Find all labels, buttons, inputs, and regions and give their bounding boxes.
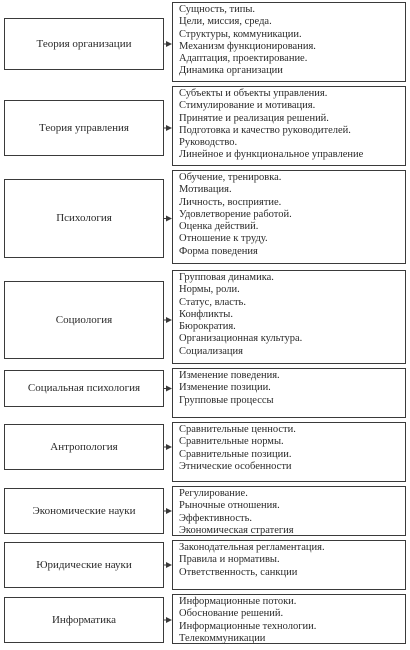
discipline-label: Экономические науки bbox=[32, 504, 136, 517]
topic-item: Принятие и реализация решений. bbox=[179, 112, 329, 124]
topic-item: Нормы, роли. bbox=[179, 284, 240, 296]
topic-item: Мотивация. bbox=[179, 184, 232, 196]
discipline-label: Психология bbox=[56, 212, 112, 225]
topic-item: Законодательная регламентация. bbox=[179, 542, 325, 553]
discipline-box: Экономические науки bbox=[4, 488, 164, 534]
topic-item: Форма поведения bbox=[179, 245, 258, 257]
arrowhead-icon bbox=[166, 617, 172, 623]
arrowhead-icon bbox=[166, 41, 172, 47]
topic-item: Этнические особенности bbox=[179, 460, 292, 472]
topic-item: Сущность, типы. bbox=[179, 4, 256, 15]
topics-box: Регулирование.Рыночные отношения.Эффекти… bbox=[172, 486, 406, 536]
topic-item: Удовлетворение работой. bbox=[179, 208, 292, 220]
discipline-label: Социология bbox=[55, 313, 113, 326]
arrowhead-icon bbox=[166, 125, 172, 131]
topic-item: Цели, миссия, среда. bbox=[179, 16, 272, 28]
discipline-box: Юридические науки bbox=[4, 542, 164, 588]
topic-item: Конфликты. bbox=[179, 308, 233, 320]
arrowhead-icon bbox=[166, 444, 172, 450]
discipline-label: Информатика bbox=[51, 613, 117, 626]
topic-item: Информационные технологии. bbox=[179, 620, 317, 632]
topic-item: Сравнительные позиции. bbox=[179, 448, 292, 460]
topic-item: Обучение, тренировка. bbox=[179, 172, 282, 183]
discipline-box: Социальная психология bbox=[4, 370, 164, 407]
topics-box: Изменение поведения.Изменение позиции.Гр… bbox=[172, 368, 406, 418]
discipline-box: Теория управления bbox=[4, 100, 164, 156]
topic-item: Информационные потоки. bbox=[179, 596, 297, 607]
discipline-label: Теория управления bbox=[39, 121, 129, 134]
topic-item: Рыночные отношения. bbox=[179, 500, 280, 512]
topic-item: Групповые процессы bbox=[179, 394, 274, 406]
topics-box: Сравнительные ценности.Сравнительные нор… bbox=[172, 422, 406, 482]
topic-item: Механизм функционирования. bbox=[179, 40, 316, 52]
arrowhead-icon bbox=[166, 317, 172, 323]
discipline-box: Социология bbox=[4, 281, 164, 359]
topic-item: Сравнительные ценности. bbox=[179, 424, 296, 435]
topic-item: Сравнительные нормы. bbox=[179, 436, 284, 448]
topic-item: Обоснование решений. bbox=[179, 608, 284, 620]
topic-item: Изменение позиции. bbox=[179, 382, 271, 394]
topic-item: Адаптация, проектирование. bbox=[179, 53, 308, 65]
topic-item: Бюрократия. bbox=[179, 321, 236, 333]
discipline-box: Теория организации bbox=[4, 18, 164, 70]
arrowhead-icon bbox=[166, 385, 172, 392]
topic-item: Руководство. bbox=[179, 137, 238, 149]
arrowhead-icon bbox=[166, 562, 172, 568]
topic-item: Личность, восприятие. bbox=[179, 196, 282, 208]
topic-item: Групповая динамика. bbox=[179, 272, 274, 283]
arrowhead-icon bbox=[166, 215, 172, 222]
discipline-label: Социальная психология bbox=[27, 382, 141, 395]
topic-item: Подготовка и качество руководителей. bbox=[179, 124, 351, 136]
topics-box: Сущность, типы.Цели, миссия, среда.Струк… bbox=[172, 2, 406, 82]
discipline-box: Психология bbox=[4, 179, 164, 258]
discipline-label: Теория организации bbox=[36, 37, 132, 50]
topic-item: Правила и нормативы. bbox=[179, 554, 280, 566]
discipline-label: Юридические науки bbox=[36, 558, 132, 571]
topic-item: Субъекты и объекты управления. bbox=[179, 88, 328, 99]
topic-item: Эффективность. bbox=[179, 512, 253, 524]
topics-box: Законодательная регламентация.Правила и … bbox=[172, 540, 406, 590]
topic-item: Статус, власть. bbox=[179, 296, 246, 308]
topic-item: Отношение к труду. bbox=[179, 233, 268, 245]
topic-item: Динамика организации bbox=[179, 65, 283, 77]
topic-item: Структуры, коммуникации. bbox=[179, 28, 302, 40]
discipline-box: Антропология bbox=[4, 424, 164, 470]
topic-item: Телекоммуникации bbox=[179, 632, 266, 644]
topic-item: Ответственность, санкции bbox=[179, 566, 298, 578]
discipline-label: Антропология bbox=[50, 440, 118, 453]
topic-item: Оценка действий. bbox=[179, 221, 259, 233]
topics-box: Информационные потоки.Обоснование решени… bbox=[172, 594, 406, 644]
topic-item: Стимулирование и мотивация. bbox=[179, 100, 316, 112]
arrowhead-icon bbox=[166, 508, 172, 514]
discipline-box: Информатика bbox=[4, 597, 164, 643]
topic-item: Изменение поведения. bbox=[179, 370, 280, 381]
topic-item: Экономическая стратегия bbox=[179, 524, 294, 536]
topic-item: Регулирование. bbox=[179, 488, 248, 499]
topic-item: Линейное и функциональное управление bbox=[179, 149, 364, 161]
topics-box: Групповая динамика.Нормы, роли.Статус, в… bbox=[172, 270, 406, 364]
topics-box: Субъекты и объекты управления.Стимулиров… bbox=[172, 86, 406, 166]
topic-item: Организационная культура. bbox=[179, 333, 303, 345]
topics-box: Обучение, тренировка.Мотивация.Личность,… bbox=[172, 170, 406, 264]
topic-item: Социализация bbox=[179, 345, 243, 357]
